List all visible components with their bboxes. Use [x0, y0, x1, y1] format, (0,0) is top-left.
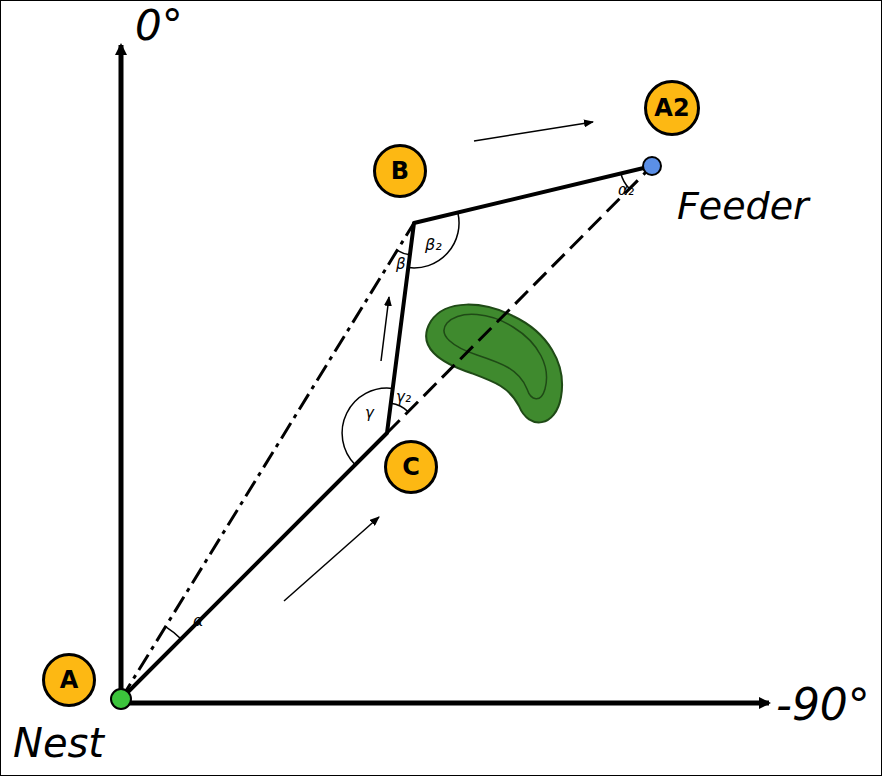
dashed-line	[121, 223, 414, 699]
point-marker: C	[384, 440, 438, 494]
diagram-label: Feeder	[677, 187, 809, 225]
angle-arc	[408, 213, 459, 268]
direction-arrow	[381, 297, 389, 361]
point-marker: B	[373, 144, 427, 198]
axis-line	[119, 45, 124, 699]
diagram-label: -90°	[776, 683, 870, 727]
diagram-label: α	[193, 613, 204, 629]
direction-arrow	[474, 122, 593, 141]
diagram-label: α₂	[618, 183, 634, 198]
diagram-label: γ	[365, 406, 374, 421]
axis-line	[121, 701, 769, 706]
diagram-label: Nest	[13, 723, 104, 763]
obstacle-contour	[444, 314, 547, 398]
feeder-point	[643, 157, 661, 175]
angle-arc	[166, 627, 182, 639]
route-line	[121, 166, 652, 699]
diagram-label: γ₂	[396, 390, 411, 405]
point-letter: A	[60, 668, 79, 692]
angle-arc	[397, 250, 410, 254]
diagram-label: β	[396, 257, 406, 272]
point-letter: A2	[654, 96, 689, 120]
point-marker: A	[42, 653, 96, 707]
dashed-line	[387, 166, 652, 433]
obstacle-bush	[426, 305, 562, 423]
diagram-label: 0°	[135, 5, 183, 47]
diagram-label: β₂	[425, 237, 442, 253]
nest-point	[111, 689, 131, 709]
point-letter: B	[391, 159, 409, 183]
angle-arc	[342, 388, 393, 465]
direction-arrow	[284, 517, 379, 601]
point-letter: C	[402, 455, 420, 479]
point-marker: A2	[644, 80, 700, 136]
